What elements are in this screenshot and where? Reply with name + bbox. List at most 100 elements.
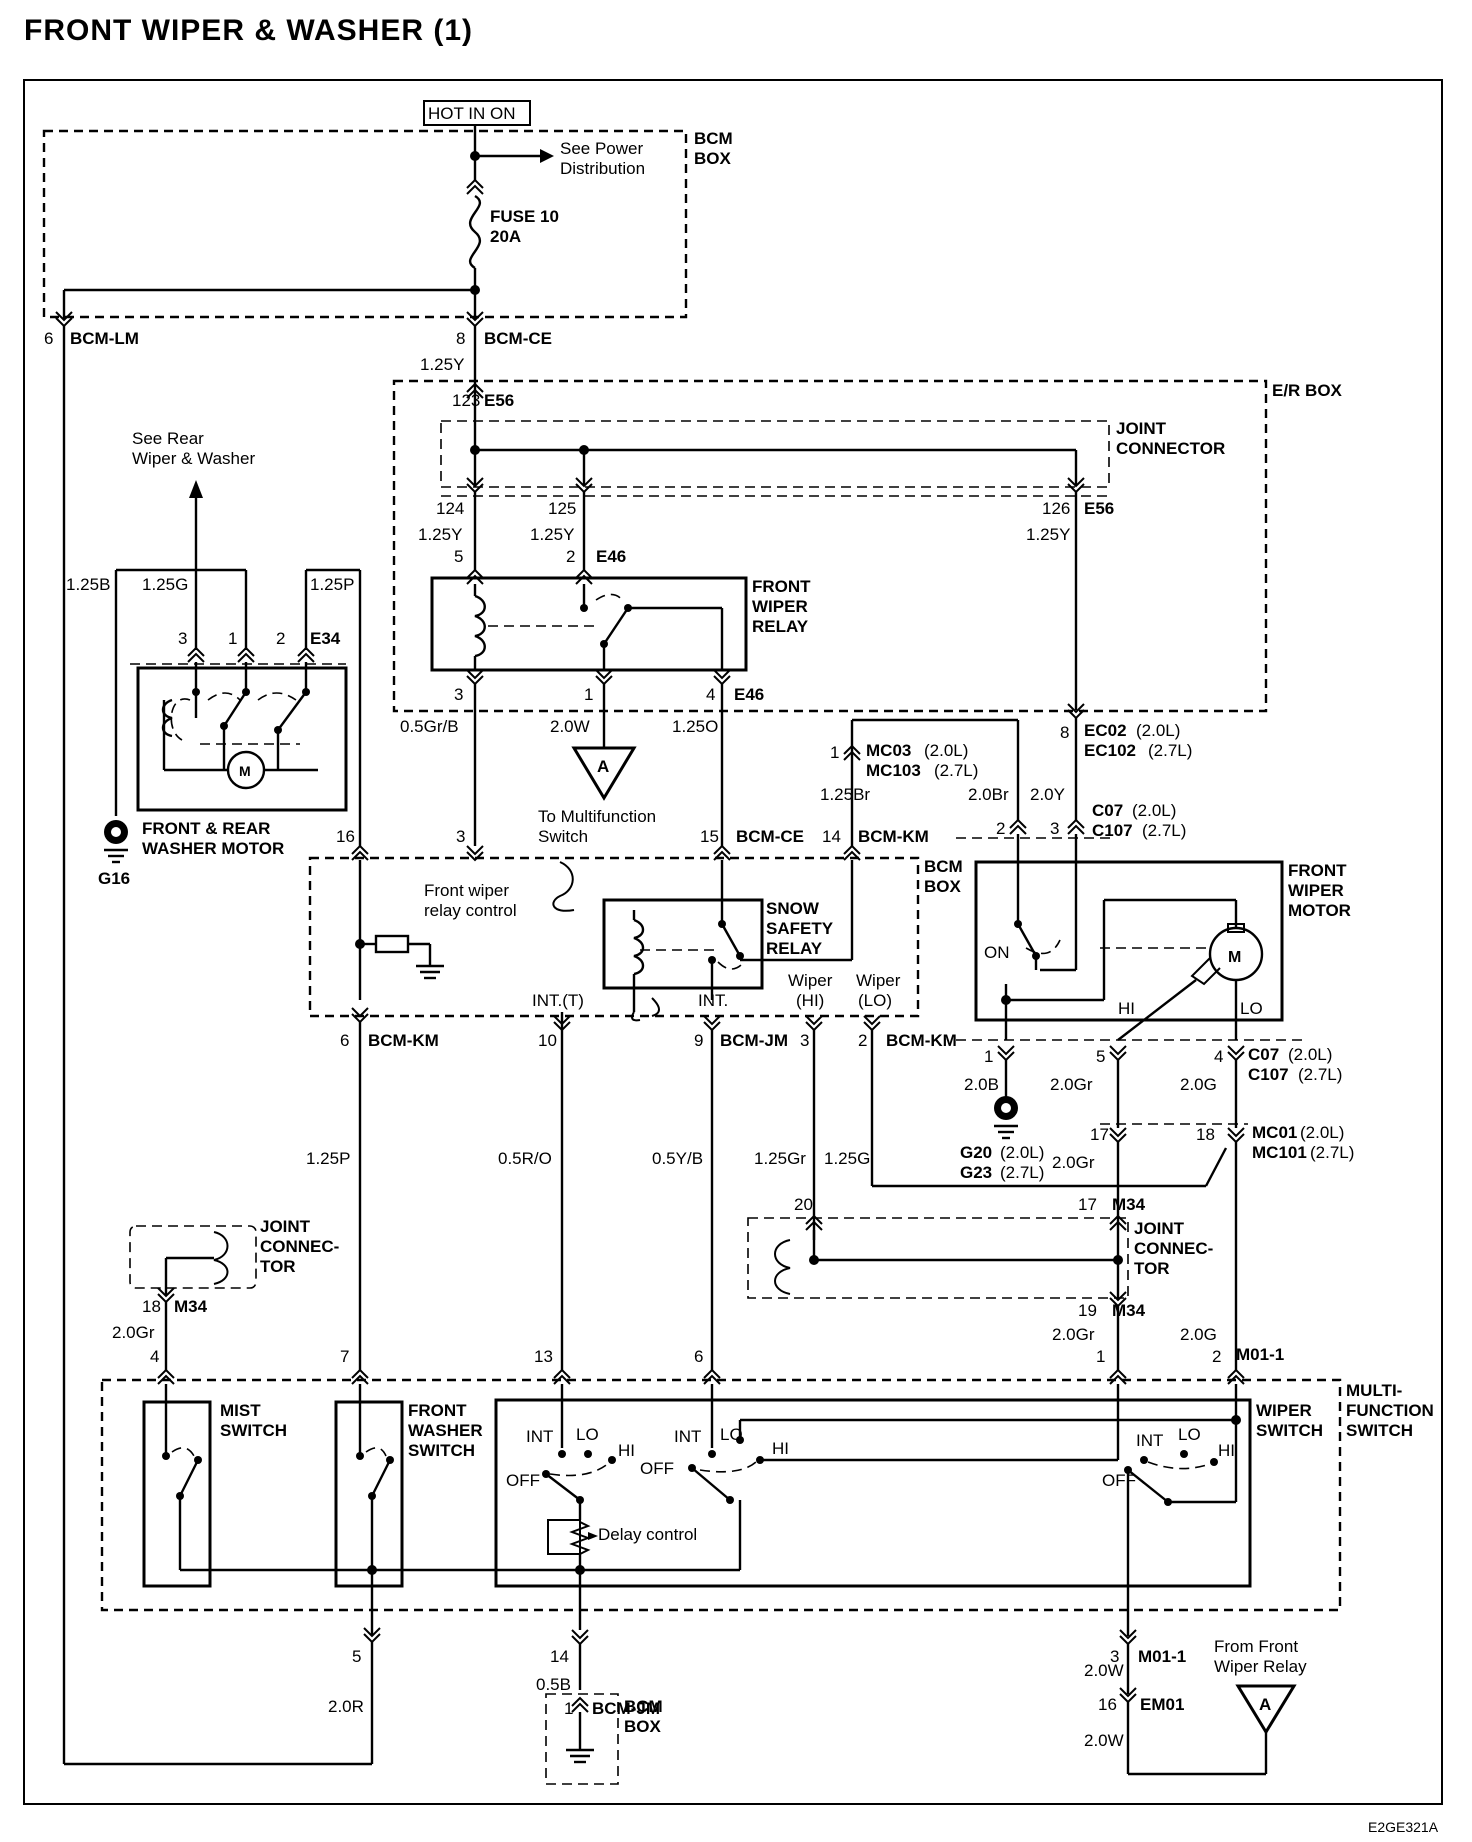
switch-int-label: INT xyxy=(1136,1431,1163,1450)
multifunction-switch: MULTI- FUNCTION SWITCH MIST SWITCH FRONT… xyxy=(100,1368,1434,1636)
motor-on-label: ON xyxy=(984,943,1010,962)
connection-a-icon xyxy=(1235,1684,1297,1735)
mist-switch xyxy=(142,1400,212,1588)
relay-control-label: Front wiper xyxy=(424,881,509,900)
multifunction-title: SWITCH xyxy=(1346,1421,1413,1440)
variant-label: (2.0L) xyxy=(1000,1143,1044,1162)
er-box: E/R BOX 123 E56 JOINT CONNECTOR 124 125 … xyxy=(392,326,1343,713)
washer-switch-title: SWITCH xyxy=(408,1441,475,1460)
wire-label: 0.5R/O xyxy=(498,1149,552,1168)
int-t-label: INT.(T) xyxy=(532,991,584,1010)
tor-label: TOR xyxy=(1134,1259,1170,1278)
variant-label: (2.0L) xyxy=(1136,721,1180,740)
pin-label: 18 xyxy=(142,1297,161,1316)
connection-a-label: A xyxy=(597,757,609,776)
connector-label: BCM-JM xyxy=(592,1699,660,1718)
pin-label: 1 xyxy=(984,1047,993,1066)
connector-label: EC102 xyxy=(1084,741,1136,760)
connector-label: C107 xyxy=(1092,821,1133,840)
pin-label: 3 xyxy=(454,685,463,704)
wire-label: 1.25Br xyxy=(820,785,870,804)
pin-label: 2 xyxy=(858,1031,867,1050)
variant-label: (2.0L) xyxy=(924,741,968,760)
outer-frame xyxy=(23,79,1443,1805)
connector-label: MC01 xyxy=(1252,1123,1297,1142)
pin-label: 2 xyxy=(996,819,1005,838)
pin-label: 126 xyxy=(1042,499,1070,518)
hot-in-on-box xyxy=(423,100,531,126)
washer-switch-title: FRONT xyxy=(408,1401,467,1420)
variant-label: (2.7L) xyxy=(1310,1143,1354,1162)
wire-label: 2.0Gr xyxy=(1052,1153,1095,1172)
connector-label: C107 xyxy=(1248,1065,1289,1084)
bcm-box-bottom: BCM BOX xyxy=(545,1693,663,1785)
connector-label: E46 xyxy=(596,547,626,566)
connector-label: BCM-CE xyxy=(484,329,552,348)
pin-label: 15 xyxy=(700,827,719,846)
connector-label: BCM-KM xyxy=(858,827,929,846)
washer-motor-title: WASHER MOTOR xyxy=(142,839,284,858)
wiper-motor-title: WIPER xyxy=(1288,881,1344,900)
bcm-box-top: HOT IN ON BCM BOX See Power Distribution… xyxy=(42,100,733,328)
pin-label: 19 xyxy=(1078,1301,1097,1320)
connector-label: BCM-KM xyxy=(886,1031,957,1050)
wire-label: 2.0Gr xyxy=(1052,1325,1095,1344)
connector-label: BCM-LM xyxy=(70,329,139,348)
box-label: BOX xyxy=(694,149,732,168)
front-rear-washer-motor: M xyxy=(136,662,348,812)
front-wiper-motor: FRONT WIPER MOTOR ON M HI LO xyxy=(974,834,1351,1041)
pin-label: 8 xyxy=(456,329,465,348)
wiper-lo-label: (LO) xyxy=(858,991,892,1010)
pin-label: 20 xyxy=(794,1195,813,1214)
front-washer-switch xyxy=(334,1400,404,1588)
connection-a-icon xyxy=(571,746,637,801)
variant-label: (2.7L) xyxy=(1000,1163,1044,1182)
switch-hi-label: HI xyxy=(1218,1441,1235,1460)
connector-label: M34 xyxy=(1112,1195,1146,1214)
wire-label: 1.25B xyxy=(66,575,110,594)
wire-label: 1.25Y xyxy=(418,525,462,544)
connector-label: C07 xyxy=(1092,801,1123,820)
wire-label: 1.25Y xyxy=(420,355,464,374)
wire-label: 2.0Gr xyxy=(112,1323,155,1342)
variant-label: (2.0L) xyxy=(1300,1123,1344,1142)
diagram-title: FRONT WIPER & WASHER (1) xyxy=(24,14,473,47)
pin-label: 2 xyxy=(276,629,285,648)
bcm-label: BCM xyxy=(624,1697,663,1716)
wire-label: 1.25P xyxy=(310,575,354,594)
connector-label: EC02 xyxy=(1084,721,1127,740)
pin-label: 4 xyxy=(150,1347,159,1366)
int-label: INT. xyxy=(698,991,728,1010)
resistor-icon xyxy=(374,934,410,954)
wiper-motor-title: MOTOR xyxy=(1288,901,1351,920)
switch-off-label: OFF xyxy=(506,1471,540,1490)
switch-hi-label: HI xyxy=(618,1441,635,1460)
connector-label: M01-1 xyxy=(1236,1345,1284,1364)
pin-label: 14 xyxy=(550,1647,569,1666)
pin-label: 9 xyxy=(694,1031,703,1050)
ground-label: G20 xyxy=(960,1143,992,1162)
snow-relay-title: RELAY xyxy=(766,939,823,958)
connector-label: BCM-CE xyxy=(736,827,804,846)
switch-lo-label: LO xyxy=(576,1425,599,1444)
relay-title: RELAY xyxy=(752,617,809,636)
connector-label: BCM-KM xyxy=(368,1031,439,1050)
see-rear-label: See Rear xyxy=(132,429,204,448)
bcm-box-middle: BCM BOX 16 3 15 BCM-CE 14 BCM-KM Front w… xyxy=(308,827,963,1032)
motor-hi-label: HI xyxy=(1118,999,1135,1018)
wiper-switch-title: SWITCH xyxy=(1256,1421,1323,1440)
variant-label: (2.0L) xyxy=(1288,1045,1332,1064)
pin-label: 125 xyxy=(548,499,576,518)
switch-off-label: OFF xyxy=(640,1459,674,1478)
fuse-label: FUSE 10 xyxy=(490,207,559,226)
wire-label: 1.25O xyxy=(672,717,718,736)
wiper-relay-label: Wiper Relay xyxy=(1214,1657,1307,1676)
pin-label: 1 xyxy=(1096,1347,1105,1366)
wiper-motor-title: FRONT xyxy=(1288,861,1347,880)
pin-label: 6 xyxy=(340,1031,349,1050)
box-label: BOX xyxy=(924,877,962,896)
pin-label: 5 xyxy=(1096,1047,1105,1066)
box-label: BOX xyxy=(624,1717,662,1736)
connector-label: BCM-JM xyxy=(720,1031,788,1050)
pin-label: 8 xyxy=(1060,723,1069,742)
